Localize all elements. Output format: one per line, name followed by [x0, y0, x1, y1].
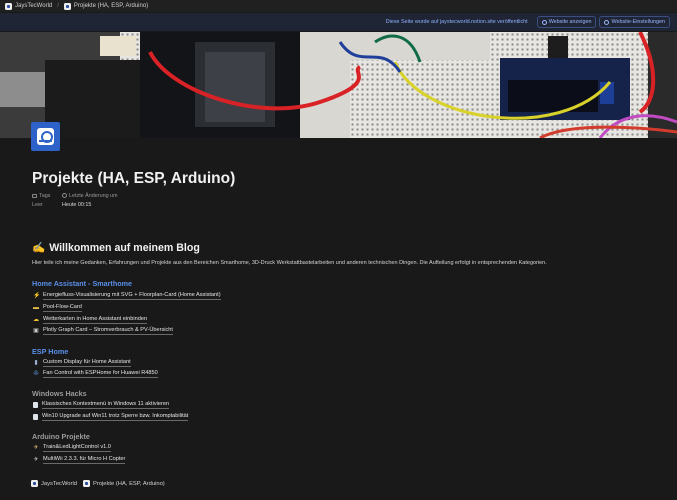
top-breadcrumb-bar: JaysTecWorld / Projekte (HA, ESP, Arduin…	[0, 0, 677, 12]
page-link[interactable]: ✇Fan Control with ESPHome for Huawei R48…	[33, 370, 158, 378]
copter-icon: ✈	[33, 456, 39, 463]
section-heading-arduino: Arduino Projekte	[32, 432, 90, 441]
list-icon	[32, 193, 37, 198]
site-favicon-icon	[31, 480, 38, 487]
breadcrumb-page[interactable]: Projekte (HA, ESP, Arduino)	[63, 2, 148, 10]
page-favicon-icon	[82, 480, 90, 487]
train-icon: ✈	[33, 444, 39, 451]
page-link[interactable]: Win10 Upgrade auf Win11 trotz Sperre bzw…	[33, 413, 189, 421]
document-icon	[33, 401, 38, 408]
section-heading-esp-home: ESP Home	[32, 347, 69, 356]
page-link[interactable]: ☁Wetterkarten in Home Assistant einbinde…	[33, 316, 148, 324]
cover-photo-svg	[0, 32, 677, 138]
view-site-button[interactable]: Website anzeigen	[536, 16, 597, 28]
page-link[interactable]: Klassisches Kontextmenü in Windows 11 ak…	[33, 401, 170, 409]
user-icon	[37, 128, 54, 145]
page-properties: Tags Letzte Änderung um Leer Heute 00:15	[32, 191, 118, 209]
welcome-heading: ✍ Willkommen auf meinem Blog	[32, 241, 200, 255]
intro-paragraph: Hier teile ich meine Gedanken, Erfahrung…	[32, 260, 547, 266]
publish-notice-bar: Diese Seite wurde auf jaystecworld.notio…	[0, 13, 677, 31]
page-link[interactable]: ⚡Energiefluss-Visualisierung mit SVG + F…	[33, 292, 221, 300]
site-settings-button[interactable]: Website-Einstellungen	[599, 16, 670, 28]
gear-icon	[604, 19, 610, 25]
cover-image	[0, 32, 677, 138]
page-title: Projekte (HA, ESP, Arduino)	[32, 170, 236, 187]
property-row[interactable]: Tags Letzte Änderung um	[32, 191, 118, 200]
lightning-icon: ⚡	[33, 292, 41, 299]
chart-icon: ▣	[33, 327, 39, 334]
weather-icon: ☁	[33, 316, 39, 323]
pool-icon: ▬	[33, 304, 39, 311]
clock-icon	[62, 193, 67, 198]
document-icon	[33, 413, 38, 420]
page-link[interactable]: ✈Train&LedLightControl v1.0	[33, 444, 111, 452]
footer-link-page[interactable]: Projekte (HA, ESP, Arduino)	[82, 480, 165, 487]
footer-breadcrumb: JaysTecWorld Projekte (HA, ESP, Arduino)	[31, 480, 165, 487]
page-link[interactable]: ✈MultiWii 2.3.3. für Micro H Copter	[33, 456, 126, 464]
page-icon-avatar	[31, 122, 60, 151]
page-link[interactable]: ▣Plotly Graph Card – Stromverbrauch & PV…	[33, 327, 173, 335]
property-row[interactable]: Leer Heute 00:15	[32, 201, 92, 208]
section-heading-windows-hacks: Windows Hacks	[32, 389, 87, 398]
page-link[interactable]: ▮Custom Display für Home Assistant	[34, 359, 131, 367]
display-icon: ▮	[34, 359, 38, 366]
section-heading-home-assistant: Home Assistant - Smarthome	[32, 279, 132, 288]
footer-link-site[interactable]: JaysTecWorld	[31, 480, 77, 487]
breadcrumb-site[interactable]: JaysTecWorld	[5, 2, 52, 10]
page-favicon-icon	[63, 2, 71, 10]
fan-icon: ✇	[33, 370, 39, 377]
page-link[interactable]: ▬Pool-Flow-Card	[33, 304, 82, 312]
site-favicon-icon	[5, 2, 12, 10]
globe-icon	[541, 19, 547, 25]
publish-message: Diese Seite wurde auf jaystecworld.notio…	[385, 19, 528, 25]
writing-hand-icon: ✍	[32, 242, 46, 254]
